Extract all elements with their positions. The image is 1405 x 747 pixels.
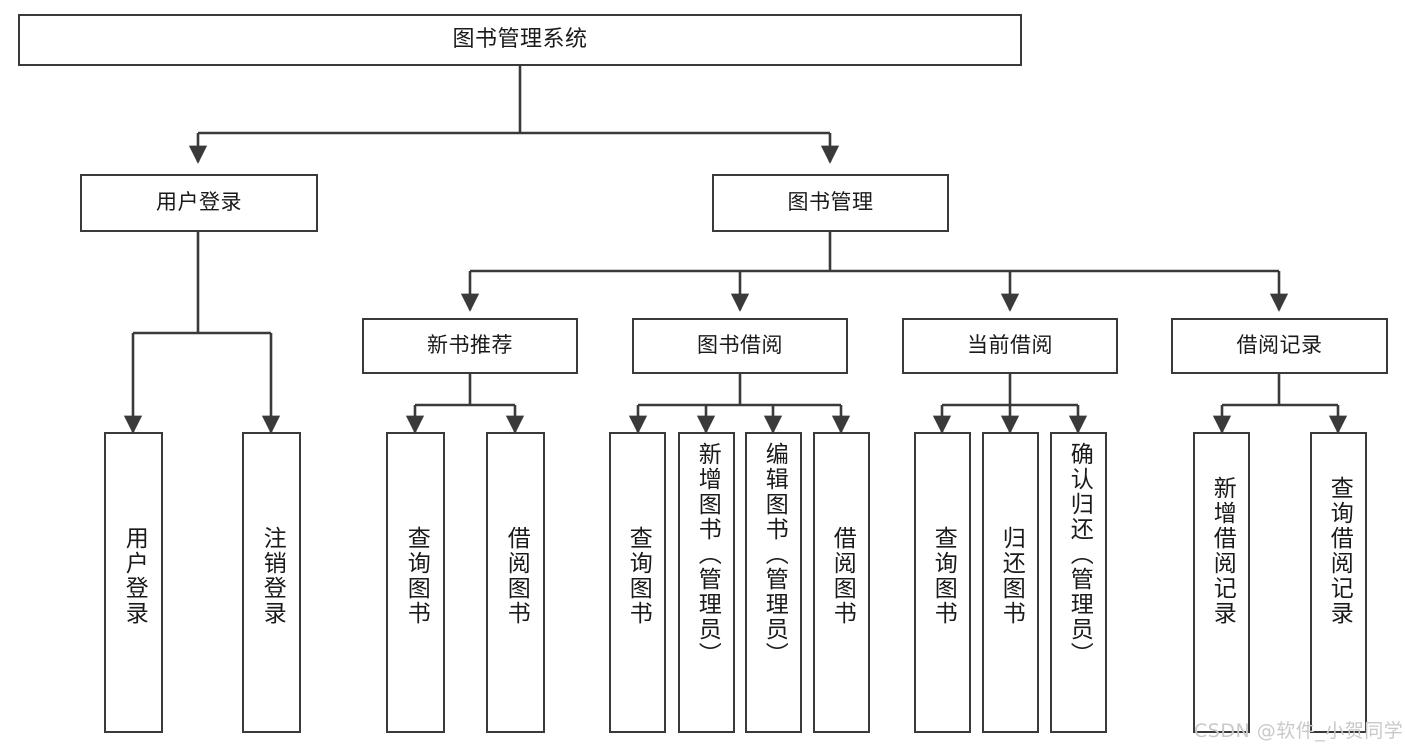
node-label: 查询借阅记录	[1326, 476, 1353, 626]
leaf-query-books-current[interactable]: 查询图书	[914, 432, 971, 733]
leaf-add-book-admin[interactable]: 新增图书（管理员）	[678, 432, 735, 733]
node-label: 新增借阅记录	[1209, 476, 1236, 626]
node-label: 查询图书	[625, 526, 652, 626]
node-label: 查询图书	[403, 526, 430, 626]
leaf-logout[interactable]: 注销登录	[242, 432, 301, 733]
leaf-confirm-return-admin[interactable]: 确认归还（管理员）	[1050, 432, 1107, 733]
node-new-book-recommend[interactable]: 新书推荐	[362, 318, 578, 374]
node-label: 用户登录	[121, 526, 148, 626]
node-book-management[interactable]: 图书管理	[712, 174, 949, 232]
node-label: 借阅图书	[503, 526, 530, 626]
node-label: 归还图书	[998, 526, 1025, 626]
leaf-edit-book-admin[interactable]: 编辑图书（管理员）	[745, 432, 802, 733]
leaf-borrow-books-new[interactable]: 借阅图书	[486, 432, 545, 733]
node-borrow-records[interactable]: 借阅记录	[1171, 318, 1388, 374]
leaf-borrow-books[interactable]: 借阅图书	[813, 432, 870, 733]
node-label: 确认归还（管理员）	[1066, 442, 1093, 667]
node-label: 借阅记录	[1236, 333, 1323, 358]
node-label: 图书管理	[787, 190, 874, 215]
node-root-system[interactable]: 图书管理系统	[18, 14, 1022, 66]
node-label: 图书管理系统	[452, 26, 588, 52]
leaf-query-books-borrow[interactable]: 查询图书	[609, 432, 666, 733]
leaf-query-borrow-record[interactable]: 查询借阅记录	[1310, 432, 1367, 733]
node-label: 用户登录	[156, 190, 242, 215]
node-label: 新书推荐	[427, 333, 513, 358]
leaf-add-borrow-record[interactable]: 新增借阅记录	[1193, 432, 1250, 733]
node-label: 当前借阅	[967, 333, 1053, 358]
leaf-return-book[interactable]: 归还图书	[982, 432, 1039, 733]
node-user-login[interactable]: 用户登录	[80, 174, 318, 232]
node-book-borrow[interactable]: 图书借阅	[632, 318, 848, 374]
node-label: 编辑图书（管理员）	[761, 442, 788, 667]
node-label: 查询图书	[930, 526, 957, 626]
node-label: 图书借阅	[697, 333, 783, 358]
leaf-user-login[interactable]: 用户登录	[104, 432, 163, 733]
leaf-query-books-new[interactable]: 查询图书	[386, 432, 445, 733]
node-label: 借阅图书	[829, 526, 856, 626]
watermark-credit: CSDN @软件_小贺同学	[1194, 720, 1404, 742]
node-current-borrow[interactable]: 当前借阅	[902, 318, 1118, 374]
node-label: 新增图书（管理员）	[694, 442, 721, 667]
node-label: 注销登录	[259, 526, 286, 626]
